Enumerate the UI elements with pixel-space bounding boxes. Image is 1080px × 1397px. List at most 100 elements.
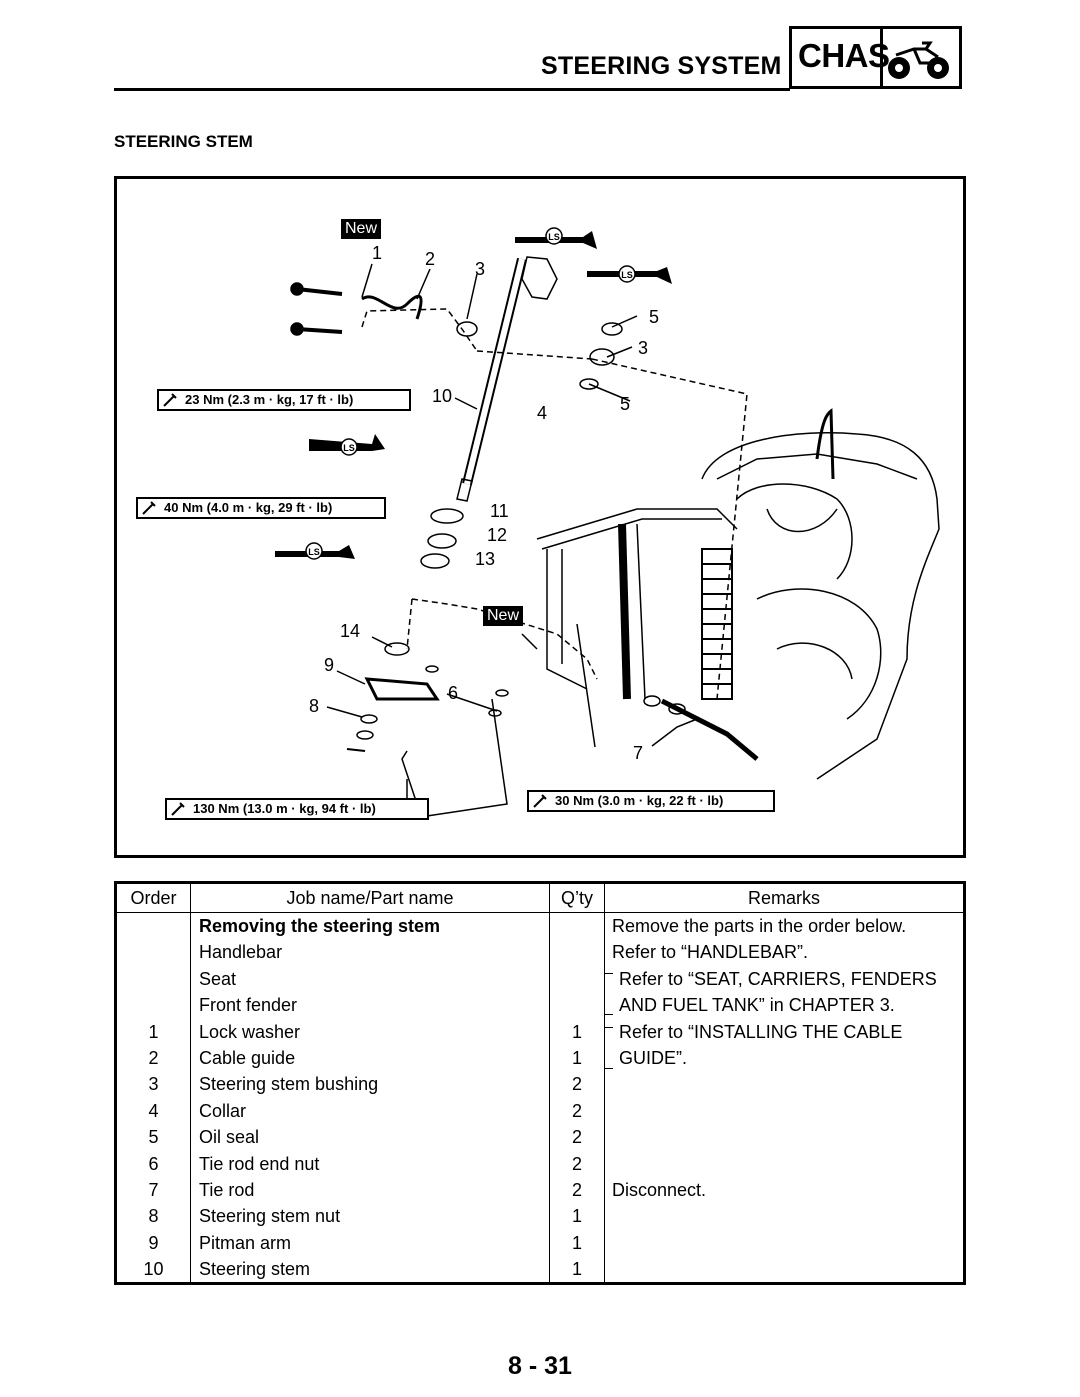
- remarks-cell: Refer to “SEAT, CARRIERS, FENDERS: [604, 965, 965, 1015]
- order-cell: 5: [115, 1124, 191, 1151]
- torque-value: 23 Nm (2.3 m · kg, 17 ft · lb): [185, 392, 354, 407]
- order-cell: 6: [115, 1150, 191, 1177]
- order-cell: 7: [115, 1176, 191, 1204]
- torque-spec: 40 Nm (4.0 m · kg, 29 ft · lb): [136, 497, 386, 519]
- table-row: 8 Steering stem nut 1: [115, 1203, 965, 1230]
- ls-label: LS: [621, 270, 633, 280]
- table-row: 9 Pitman arm 1: [115, 1229, 965, 1257]
- new-part-label: New: [483, 606, 524, 626]
- callout-number: 14: [340, 621, 361, 641]
- callout-number: 1: [372, 243, 383, 263]
- ls-label: LS: [343, 443, 355, 453]
- table-header-row: Order Job name/Part name Q’ty Remarks: [115, 882, 965, 913]
- callout-number: 2: [425, 249, 436, 269]
- chapter-badge-label: CHAS: [798, 37, 890, 74]
- column-header-order: Order: [115, 882, 191, 913]
- torque-spec: 130 Nm (13.0 m · kg, 94 ft · lb): [165, 798, 429, 820]
- callout-number: 3: [638, 338, 649, 358]
- remarks-text: Refer to “SEAT, CARRIERS, FENDERS: [619, 968, 937, 989]
- job-cell: Seat: [190, 965, 550, 993]
- table-row: 2 Cable guide 1 GUIDE”.: [115, 1044, 965, 1072]
- remarks-cell: GUIDE”.: [604, 1044, 965, 1072]
- table-row: 7 Tie rod 2 Disconnect.: [115, 1176, 965, 1204]
- qty-cell: 2: [549, 1150, 605, 1177]
- job-cell: Collar: [190, 1097, 550, 1125]
- callout-number: 3: [475, 259, 486, 279]
- remarks-cell: Refer to “HANDLEBAR”.: [604, 939, 965, 966]
- callout-number: 4: [537, 403, 548, 423]
- badge-divider: [880, 29, 883, 86]
- job-cell: Cable guide: [190, 1044, 550, 1072]
- remarks-cell: [604, 1256, 965, 1284]
- order-cell: 1: [115, 1018, 191, 1045]
- job-cell: Tie rod end nut: [190, 1150, 550, 1177]
- torque-spec: 23 Nm (2.3 m · kg, 17 ft · lb): [157, 389, 411, 411]
- qty-cell: 1: [549, 1256, 605, 1284]
- wrench-icon: [142, 501, 156, 515]
- remarks-cell: Refer to “INSTALLING THE CABLE: [604, 1018, 965, 1069]
- qty-cell: 2: [549, 1124, 605, 1151]
- torque-value: 130 Nm (13.0 m · kg, 94 ft · lb): [193, 801, 376, 816]
- table-row: Front fender AND FUEL TANK” in CHAPTER 3…: [115, 992, 965, 1019]
- remarks-cell: Disconnect.: [604, 1176, 965, 1204]
- qty-cell: 1: [549, 1229, 605, 1257]
- table-row: 1 Lock washer 1 Refer to “INSTALLING THE…: [115, 1018, 965, 1069]
- callout-number: 5: [649, 307, 660, 327]
- order-cell: 4: [115, 1097, 191, 1125]
- qty-cell: 2: [549, 1071, 605, 1098]
- remarks-cell: [604, 1150, 965, 1177]
- table-row: 4 Collar 2: [115, 1097, 965, 1125]
- order-cell: 10: [115, 1256, 191, 1284]
- callout-number: 8: [309, 696, 320, 716]
- column-header-job: Job name/Part name: [190, 882, 550, 913]
- remarks-text: Refer to “INSTALLING THE CABLE: [619, 1021, 903, 1042]
- torque-value: 30 Nm (3.0 m · kg, 22 ft · lb): [555, 793, 724, 808]
- remarks-cell: [604, 1203, 965, 1230]
- qty-cell: 1: [549, 1044, 605, 1072]
- order-cell: 8: [115, 1203, 191, 1230]
- exploded-diagram: LS LS LS LS New New 23 Nm (2.3 m · kg, 1…: [114, 176, 966, 858]
- job-cell: Oil seal: [190, 1124, 550, 1151]
- table-row: 5 Oil seal 2: [115, 1124, 965, 1151]
- remarks-cell: Remove the parts in the order below.: [604, 912, 965, 940]
- order-cell: [115, 912, 191, 940]
- order-cell: [115, 992, 191, 1019]
- table-row: Seat Refer to “SEAT, CARRIERS, FENDERS: [115, 965, 965, 1015]
- column-header-qty: Q’ty: [549, 882, 605, 913]
- order-cell: 2: [115, 1044, 191, 1072]
- steering-stem-illustration: LS LS LS LS: [275, 227, 940, 820]
- qty-cell: [549, 939, 605, 966]
- header-rule: [114, 88, 790, 91]
- order-cell: 3: [115, 1071, 191, 1098]
- job-cell: Steering stem: [190, 1256, 550, 1284]
- job-cell: Steering stem nut: [190, 1203, 550, 1230]
- qty-cell: 2: [549, 1097, 605, 1125]
- wrench-icon: [533, 794, 547, 808]
- remarks-cell: [604, 1071, 965, 1098]
- parts-table: Order Job name/Part name Q’ty Remarks Re…: [114, 881, 966, 1286]
- job-cell: Tie rod: [190, 1176, 550, 1204]
- job-cell: Removing the steering stem: [190, 912, 550, 940]
- job-cell: Lock washer: [190, 1018, 550, 1045]
- remarks-cell: AND FUEL TANK” in CHAPTER 3.: [604, 992, 965, 1019]
- job-cell: Handlebar: [190, 939, 550, 966]
- atv-icon: [888, 41, 949, 79]
- callout-number: 11: [490, 501, 509, 521]
- table-row: 10 Steering stem 1: [115, 1256, 965, 1284]
- qty-cell: [549, 912, 605, 940]
- ls-label: LS: [548, 232, 560, 242]
- torque-value: 40 Nm (4.0 m · kg, 29 ft · lb): [164, 500, 333, 515]
- callout-number: 5: [620, 394, 631, 414]
- new-part-label: New: [341, 219, 382, 239]
- callout-number: 12: [487, 525, 508, 545]
- order-cell: [115, 939, 191, 966]
- job-cell: Steering stem bushing: [190, 1071, 550, 1098]
- qty-cell: 1: [549, 1018, 605, 1045]
- table-row: 6 Tie rod end nut 2: [115, 1150, 965, 1177]
- table-row: Handlebar Refer to “HANDLEBAR”.: [115, 939, 965, 966]
- wrench-icon: [171, 802, 185, 816]
- table-row: 3 Steering stem bushing 2: [115, 1071, 965, 1098]
- page-number: 8 - 31: [508, 1352, 572, 1380]
- qty-cell: [549, 965, 605, 993]
- job-cell: Pitman arm: [190, 1229, 550, 1257]
